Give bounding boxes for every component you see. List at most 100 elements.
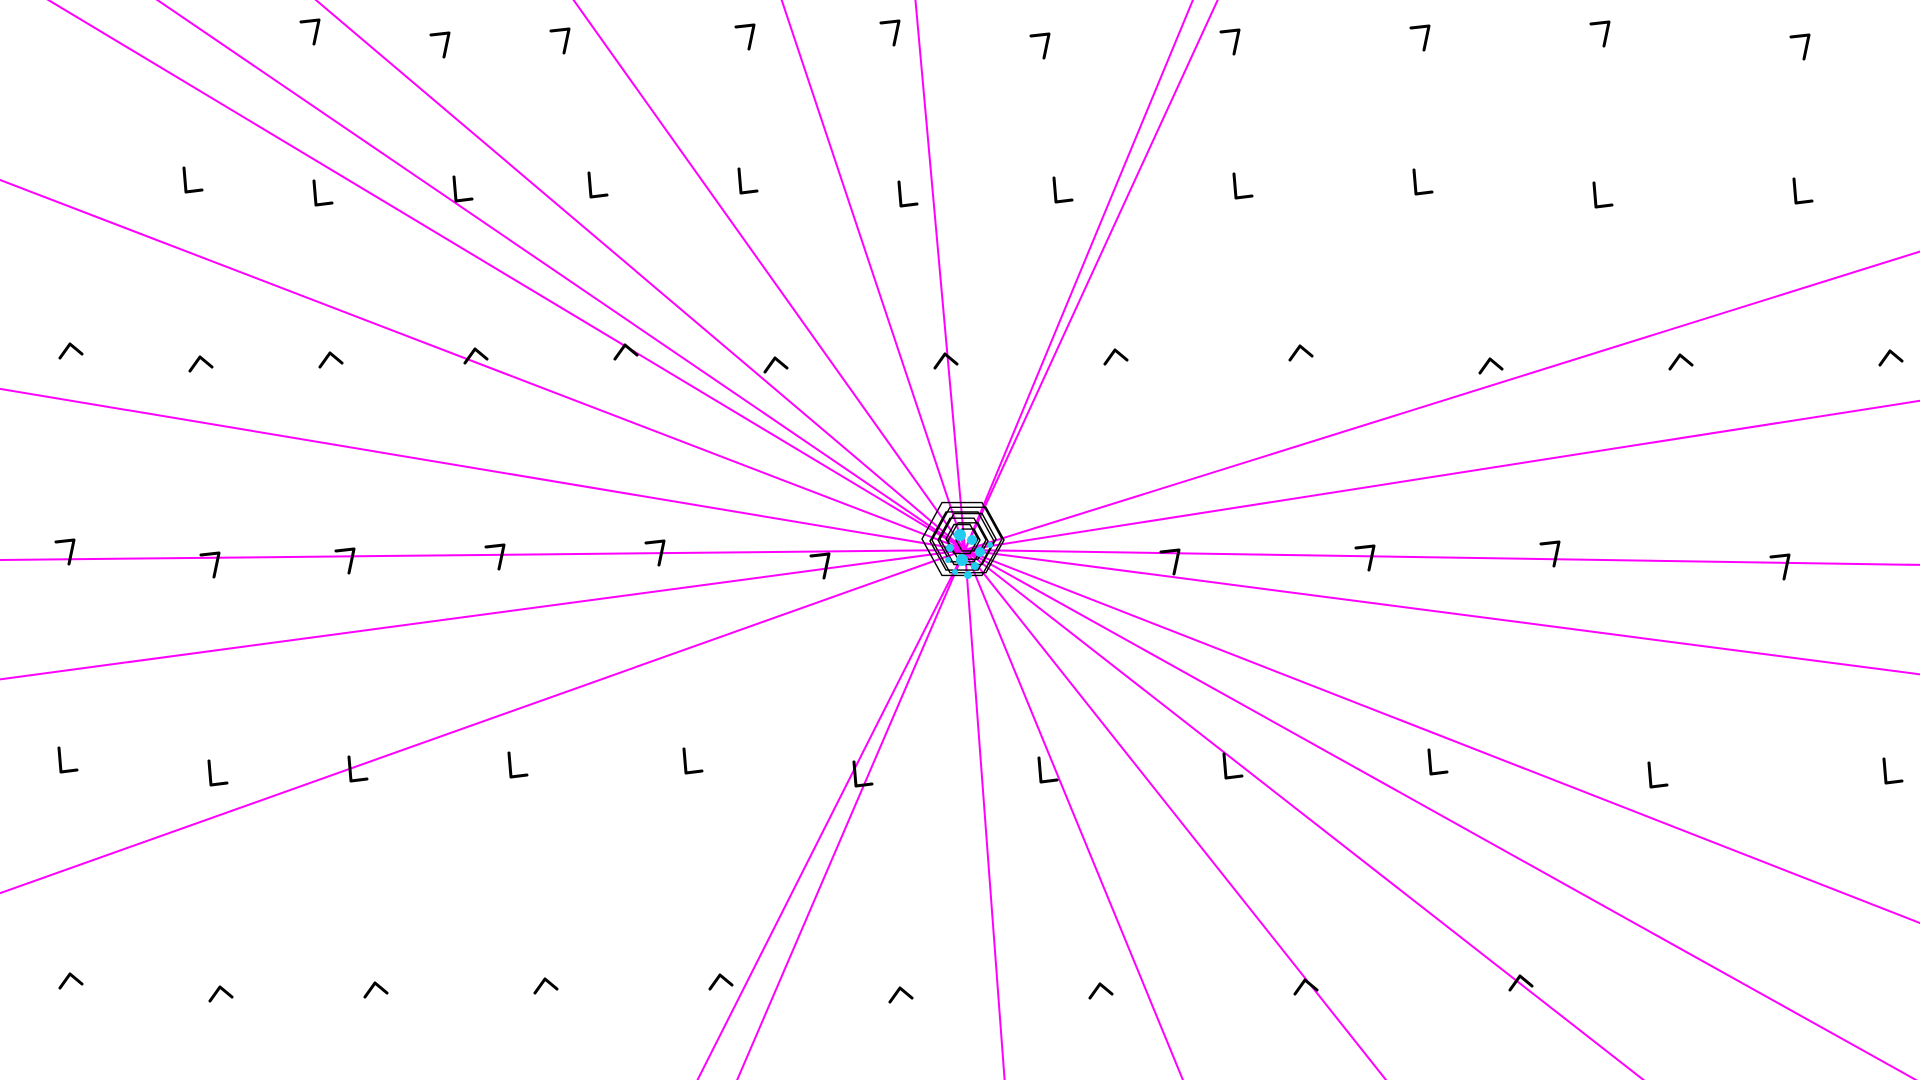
glyph-seven-40 [1354, 544, 1376, 572]
hub-core [945, 529, 993, 579]
glyph-chevron-56 [363, 981, 389, 999]
magenta-ray-14 [964, 549, 1646, 1080]
glyph-chevron-54 [58, 972, 84, 990]
magenta-ray-0 [46, 0, 966, 551]
glyph-angle-52 [1647, 761, 1669, 789]
core-dot-3 [975, 547, 985, 557]
glyph-angle-14 [737, 167, 759, 195]
glyph-seven-34 [199, 551, 221, 579]
glyph-angle-46 [507, 751, 529, 779]
magenta-ray-6 [964, 0, 1195, 551]
hexagon-hub [921, 501, 1005, 577]
magenta-ray-1 [155, 0, 966, 551]
glyph-seven-7 [1409, 24, 1431, 52]
magenta-ray-11 [964, 549, 1920, 676]
core-dot-7 [987, 542, 993, 548]
glyph-chevron-24 [463, 347, 489, 365]
hexagon-ring-1 [931, 506, 1005, 574]
core-dot-6 [971, 562, 979, 570]
glyph-seven-8 [1589, 20, 1611, 48]
magenta-ray-12 [964, 549, 1920, 925]
glyph-seven-5 [1029, 32, 1051, 60]
glyph-chevron-25 [613, 343, 639, 361]
magenta-ray-3 [572, 0, 966, 551]
glyph-chevron-62 [1508, 974, 1534, 992]
glyph-seven-6 [1219, 28, 1241, 56]
glyph-chevron-29 [1288, 344, 1314, 362]
magenta-ray-20 [0, 549, 966, 895]
magenta-ray-2 [314, 0, 966, 551]
hexagon-ring-4 [937, 517, 987, 563]
glyph-angle-19 [1592, 181, 1614, 209]
magenta-ray-4 [780, 0, 966, 551]
glyph-seven-0 [299, 18, 321, 46]
magenta-ray-21 [0, 549, 966, 681]
glyph-seven-4 [879, 19, 901, 47]
glyph-angle-20 [1792, 177, 1814, 205]
glyph-angle-53 [1882, 757, 1904, 785]
glyph-angle-48 [852, 760, 874, 788]
glyph-chevron-26 [763, 356, 789, 374]
glyph-angle-43 [57, 746, 79, 774]
glyph-angle-10 [182, 166, 204, 194]
glyph-angle-45 [347, 755, 369, 783]
core-dot-1 [967, 535, 977, 545]
glyph-chevron-31 [1668, 353, 1694, 371]
hexagon-ring-7 [955, 528, 981, 552]
glyph-chevron-55 [208, 985, 234, 1003]
glyph-angle-51 [1427, 748, 1449, 776]
glyph-angle-13 [587, 171, 609, 199]
glyph-angle-16 [1052, 176, 1074, 204]
hexagon-ring-5 [947, 522, 989, 560]
glyph-angle-49 [1037, 756, 1059, 784]
glyph-chevron-58 [708, 973, 734, 991]
magenta-ray-24 [0, 178, 966, 551]
magenta-ray-7 [964, 0, 1219, 551]
glyph-seven-1 [429, 31, 451, 59]
core-dot-9 [964, 571, 972, 579]
hexagon-ring-6 [945, 523, 979, 555]
glyph-angle-12 [452, 175, 474, 203]
magenta-ray-5 [914, 0, 966, 551]
glyph-chevron-60 [1088, 982, 1114, 1000]
glyph-chevron-59 [888, 986, 914, 1004]
glyph-chevron-28 [1103, 348, 1129, 366]
magenta-ray-17 [964, 549, 1006, 1080]
hexagon-ring-2 [929, 511, 995, 571]
hexagon-ring-0 [921, 501, 1003, 577]
glyph-chevron-27 [933, 352, 959, 370]
glyph-seven-36 [484, 543, 506, 571]
glyph-chevron-57 [533, 977, 559, 995]
glyph-seven-2 [549, 27, 571, 55]
core-dot-2 [946, 544, 954, 552]
core-dot-5 [945, 557, 951, 563]
magenta-ray-23 [0, 387, 966, 551]
glyph-seven-38 [809, 552, 831, 580]
glyph-seven-39 [1159, 548, 1181, 576]
glyph-field [54, 18, 1904, 1004]
core-dot-4 [956, 554, 968, 566]
glyph-seven-3 [734, 23, 756, 51]
glyph-chevron-21 [58, 342, 84, 360]
magenta-ray-8 [964, 250, 1920, 551]
glyph-angle-18 [1412, 168, 1434, 196]
magenta-ray-13 [964, 549, 1919, 1080]
glyph-chevron-30 [1478, 357, 1504, 375]
core-dot-0 [954, 529, 966, 541]
glyph-angle-11 [312, 179, 334, 207]
glyph-chevron-23 [318, 351, 344, 369]
glyph-seven-9 [1789, 33, 1811, 61]
magenta-ray-18 [736, 549, 966, 1080]
glyph-seven-42 [1769, 553, 1791, 581]
magenta-ray-10 [964, 549, 1920, 566]
glyph-seven-35 [334, 547, 356, 575]
magenta-ray-9 [964, 399, 1920, 551]
glyph-chevron-22 [188, 355, 214, 373]
glyph-angle-47 [682, 747, 704, 775]
magenta-ray-15 [964, 549, 1388, 1080]
magenta-ray-19 [696, 549, 966, 1080]
glyph-angle-17 [1232, 172, 1254, 200]
glyph-chevron-32 [1878, 349, 1904, 367]
